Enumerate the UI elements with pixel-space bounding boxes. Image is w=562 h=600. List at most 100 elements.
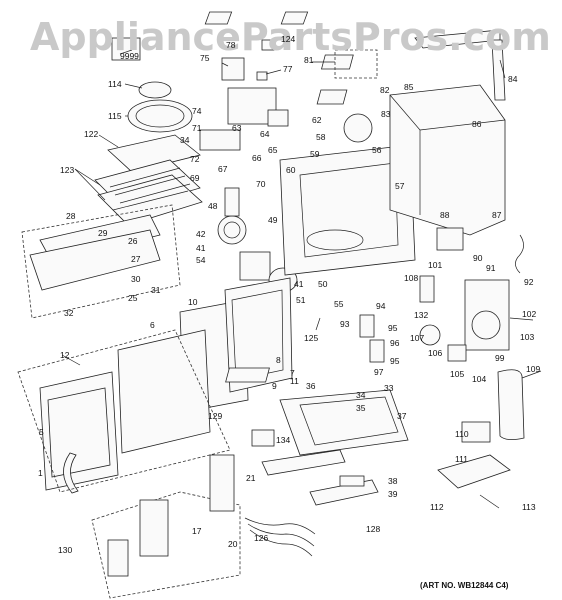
label-87: 87: [492, 210, 502, 220]
label-92: 92: [524, 277, 534, 287]
label-50: 50: [318, 279, 328, 289]
group-81-outline: [334, 49, 378, 79]
label-54: 54: [196, 255, 206, 265]
label-94: 94: [376, 301, 386, 311]
part-25-control-panel: [29, 229, 161, 291]
callout-labels: 9999 114 115 122 123 78 75 124 77 81 84 …: [38, 34, 540, 555]
label-9999: 9999: [120, 51, 139, 61]
label-77: 77: [283, 64, 293, 74]
label-69: 69: [190, 173, 200, 183]
label-64: 64: [260, 129, 270, 139]
label-58: 58: [316, 132, 326, 142]
label-102: 102: [522, 309, 536, 319]
label-27: 27: [131, 254, 141, 264]
label-108: 108: [404, 273, 418, 283]
label-99: 99: [495, 353, 505, 363]
part-85-outer-case: [389, 84, 506, 236]
label-39: 39: [388, 489, 398, 499]
label-124: 124: [281, 34, 295, 44]
part-filter-a: [261, 449, 346, 476]
label-110: 110: [455, 429, 469, 439]
part-134-cover: [251, 429, 275, 447]
part-77: [256, 71, 268, 81]
label-109: 109: [526, 364, 540, 374]
label-134: 134: [276, 435, 290, 445]
label-70: 70: [256, 179, 266, 189]
part-10-screen: [224, 277, 293, 393]
group-130-outline: [91, 491, 241, 599]
label-66: 66: [252, 153, 262, 163]
label-82: 82: [380, 85, 390, 95]
label-125: 125: [304, 333, 318, 343]
label-71: 71: [192, 123, 202, 133]
label-93: 93: [340, 319, 350, 329]
label-95b: 95: [390, 356, 400, 366]
part-84-arm: [491, 39, 506, 101]
art-number: (ART NO. WB12844 C4): [420, 581, 509, 590]
label-38: 38: [388, 476, 398, 486]
part-126-harness: [244, 517, 316, 535]
label-11: 11: [290, 376, 299, 386]
label-30: 30: [131, 274, 141, 284]
label-10: 10: [188, 297, 198, 307]
part-109-duct: [497, 369, 525, 440]
label-12: 12: [60, 350, 70, 360]
label-7: 7: [290, 368, 295, 378]
part-130-board: [139, 499, 169, 557]
label-126: 126: [254, 533, 268, 543]
label-122: 122: [84, 129, 98, 139]
label-37: 37: [397, 411, 407, 421]
label-78: 78: [226, 40, 236, 50]
part-64: [267, 109, 289, 127]
part-105-motor: [447, 344, 467, 362]
part-106-cam: [419, 324, 441, 346]
label-90: 90: [473, 253, 483, 263]
part-door-window: [47, 387, 111, 478]
label-32: 32: [64, 308, 74, 318]
part-21-bracket: [209, 454, 235, 512]
label-28: 28: [66, 211, 76, 221]
label-9: 9: [272, 381, 277, 391]
label-114: 114: [108, 79, 122, 89]
label-63: 63: [232, 123, 242, 133]
part-top-vent-right: [280, 11, 309, 25]
label-106: 106: [428, 348, 442, 358]
part-103-fan: [471, 310, 501, 340]
label-20: 20: [228, 539, 238, 549]
label-97: 97: [374, 367, 384, 377]
label-62: 62: [312, 115, 322, 125]
label-5: 5: [39, 427, 44, 437]
label-74: 74: [192, 106, 202, 116]
label-34b: 34: [356, 390, 366, 400]
label-17: 17: [192, 526, 202, 536]
label-88: 88: [440, 210, 450, 220]
label-41b: 41: [294, 279, 304, 289]
label-85: 85: [404, 82, 414, 92]
label-96: 96: [390, 338, 400, 348]
part-37-bottom-tray: [279, 389, 409, 456]
label-35: 35: [356, 403, 366, 413]
label-86: 86: [472, 119, 482, 129]
part-112-base: [437, 454, 511, 489]
group-12-outline: [17, 329, 231, 493]
leader-lines: [61, 49, 542, 509]
label-34: 34: [180, 135, 190, 145]
label-67: 67: [218, 164, 228, 174]
label-57: 57: [395, 181, 405, 191]
watermark: AppliancePartsPros.com: [30, 15, 551, 59]
part-92-cord: [515, 234, 524, 274]
part-71-switch: [199, 129, 241, 151]
label-21: 21: [246, 473, 256, 483]
part-top-vent-left: [204, 11, 233, 25]
part-42-stirrer: [217, 215, 247, 245]
label-48: 48: [208, 201, 218, 211]
part-shapes: [17, 11, 525, 599]
label-132: 132: [414, 310, 428, 320]
part-94-switch: [359, 314, 375, 338]
label-104: 104: [472, 374, 486, 384]
label-103: 103: [520, 332, 534, 342]
label-115: 115: [108, 111, 122, 121]
label-25: 25: [128, 293, 138, 303]
label-36: 36: [306, 381, 316, 391]
